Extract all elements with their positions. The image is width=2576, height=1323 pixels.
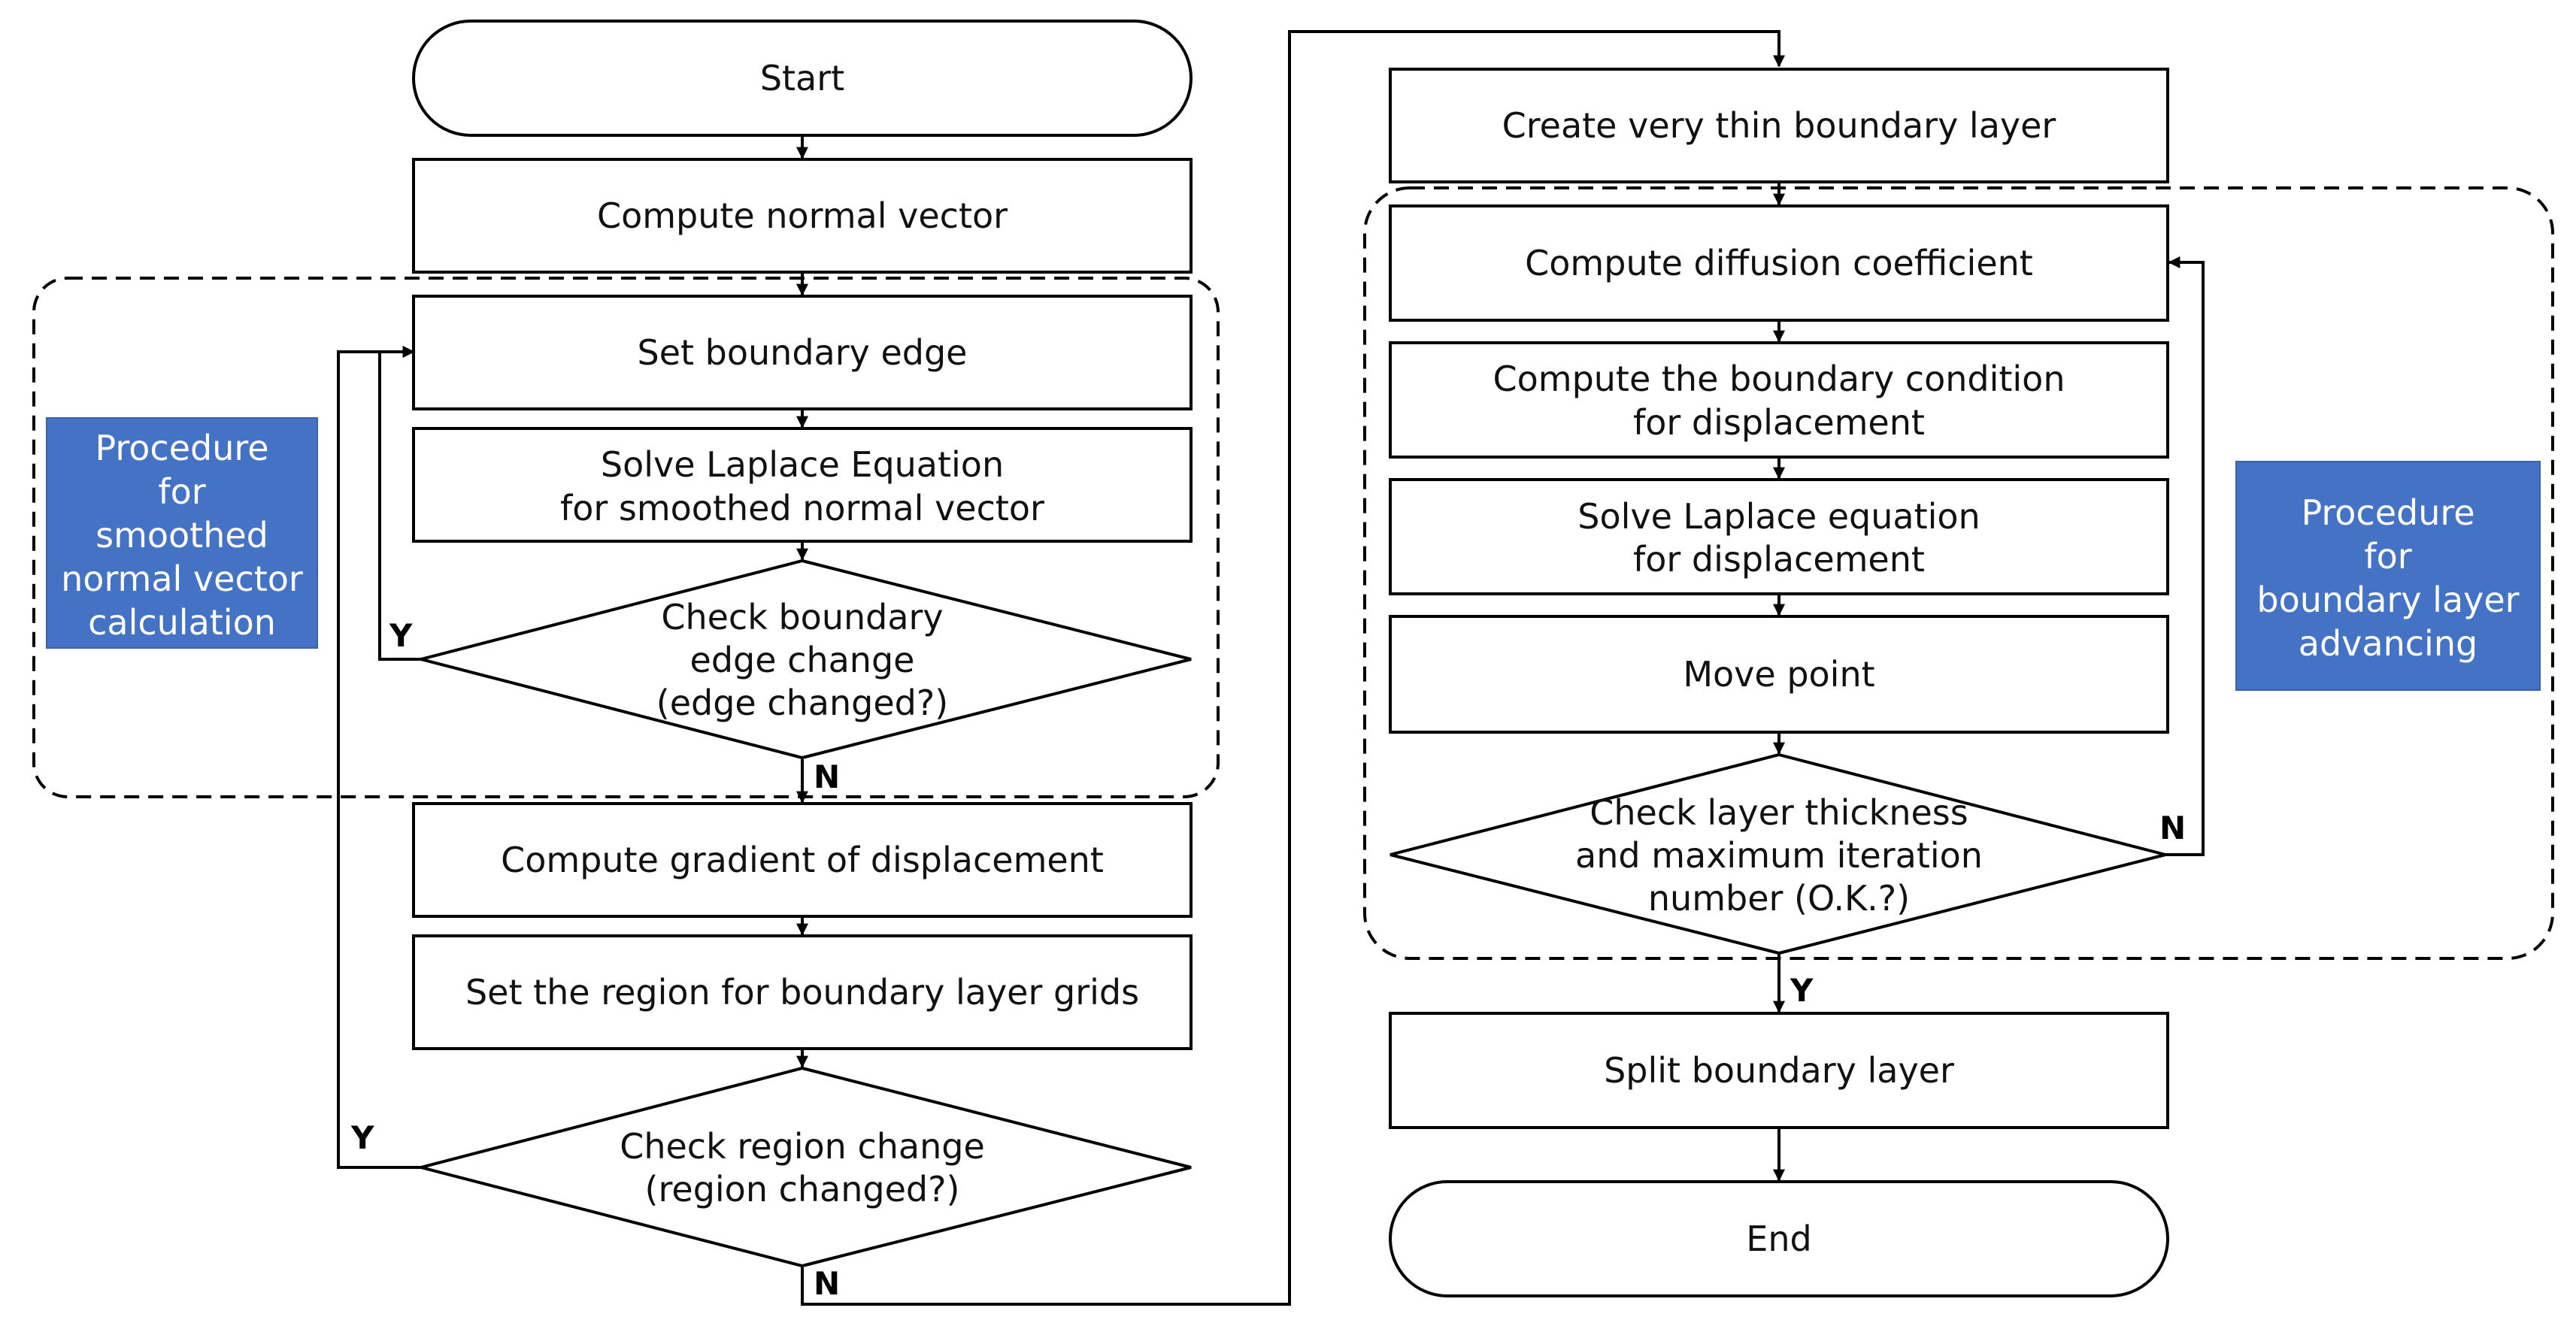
node-check-region: Check region change (region changed?) — [415, 1066, 1192, 1268]
check-region-decision — [415, 1066, 1192, 1268]
node-compute-bc: Compute the boundary condition for displ… — [1389, 341, 2169, 459]
end-terminator — [1389, 1180, 2169, 1297]
note-layer-advancing-line-3: boundary layer — [2256, 580, 2519, 620]
group-smoothed-normal-outline — [32, 277, 1220, 798]
note-layer-advancing-line-1: Procedure — [2301, 492, 2474, 533]
check-thickness-line-1: Check layer thickness — [1590, 792, 1968, 833]
note-smoothed-normal-box — [46, 417, 318, 649]
region-no-label: N — [814, 1265, 840, 1302]
note-smoothed-normal-line-5: calculation — [88, 602, 276, 643]
compute-bc-line-2: for displacement — [1633, 402, 1925, 443]
node-check-thickness: Check layer thickness and maximum iterat… — [1390, 752, 2166, 955]
check-edge-line-2: edge change — [690, 640, 915, 680]
note-layer-advancing-line-4: advancing — [2299, 623, 2478, 664]
compute-normal-box — [412, 158, 1193, 274]
node-compute-normal: Compute normal vector — [412, 158, 1193, 274]
solve-laplace-normal-line-1: Solve Laplace Equation — [601, 444, 1004, 485]
edge-yes-label: Y — [389, 617, 413, 654]
region-yes-label: Y — [350, 1119, 374, 1156]
edge-no-label: N — [814, 758, 840, 795]
solve-laplace-normal-box — [412, 427, 1193, 543]
solve-laplace-normal-line-2: for smoothed normal vector — [560, 488, 1044, 528]
solve-laplace-disp-line-1: Solve Laplace equation — [1577, 496, 1980, 537]
solve-laplace-disp-box — [1389, 478, 2169, 595]
node-move-point: Move point — [1389, 615, 2169, 734]
node-start: Start — [412, 20, 1193, 137]
note-smoothed-normal: Procedure for smoothed normal vector cal… — [46, 417, 318, 649]
check-region-line-1: Check region change — [620, 1126, 985, 1167]
thickness-yes-label: Y — [1790, 972, 1814, 1009]
compute-bc-line-1: Compute the boundary condition — [1493, 359, 2065, 399]
note-smoothed-normal-line-2: for — [158, 471, 205, 512]
check-edge-decision — [415, 559, 1192, 760]
check-thickness-line-3: number (O.K.?) — [1648, 878, 1910, 919]
arrow-check-thickness-loop — [2165, 256, 2205, 856]
node-solve-laplace-disp: Solve Laplace equation for displacement — [1389, 478, 2169, 595]
node-solve-laplace-normal: Solve Laplace Equation for smoothed norm… — [412, 427, 1193, 543]
set-boundary-edge-box — [412, 295, 1193, 410]
compute-normal-label: Compute normal vector — [597, 195, 1008, 236]
check-edge-line-3: (edge changed?) — [656, 683, 948, 723]
connectors — [337, 30, 2205, 1306]
note-smoothed-normal-line-3: smoothed — [95, 515, 268, 556]
split-layer-label: Split boundary layer — [1604, 1050, 1954, 1091]
check-thickness-line-2: and maximum iteration — [1575, 835, 1983, 876]
check-edge-line-1: Check boundary — [661, 597, 943, 637]
arrow-check-region-loop — [337, 346, 421, 1169]
create-thin-layer-box — [1389, 68, 2169, 183]
note-smoothed-normal-line-4: normal vector — [61, 559, 303, 599]
node-set-boundary-edge: Set boundary edge — [412, 295, 1193, 410]
group-layer-advancing-outline — [1363, 186, 2554, 960]
node-split-layer: Split boundary layer — [1389, 1012, 2169, 1129]
end-label: End — [1746, 1219, 1811, 1259]
note-smoothed-normal-line-1: Procedure — [95, 428, 268, 468]
split-layer-box — [1389, 1012, 2169, 1129]
solve-laplace-disp-line-2: for displacement — [1633, 539, 1925, 580]
arrow-check-region-to-create-layer — [801, 30, 1785, 1306]
compute-gradient-label: Compute gradient of displacement — [501, 840, 1104, 880]
check-region-line-2: (region changed?) — [645, 1169, 960, 1209]
note-layer-advancing-box — [2235, 461, 2541, 691]
compute-gradient-box — [412, 802, 1193, 918]
move-point-box — [1389, 615, 2169, 734]
compute-bc-box — [1389, 341, 2169, 459]
start-terminator — [412, 20, 1193, 137]
start-label: Start — [760, 58, 844, 98]
set-region-label: Set the region for boundary layer grids — [465, 972, 1139, 1013]
check-thickness-decision — [1390, 752, 2166, 955]
node-compute-gradient: Compute gradient of displacement — [412, 802, 1193, 918]
node-end: End — [1389, 1180, 2169, 1297]
thickness-no-label: N — [2159, 810, 2186, 846]
note-layer-advancing-line-2: for — [2364, 536, 2411, 577]
set-boundary-edge-label: Set boundary edge — [638, 332, 968, 373]
create-thin-layer-label: Create very thin boundary layer — [1502, 105, 2056, 146]
node-compute-diffusion: Compute diffusion coefficient — [1389, 204, 2169, 322]
compute-diffusion-label: Compute diffusion coefficient — [1525, 243, 2033, 283]
set-region-box — [412, 934, 1193, 1050]
node-set-region: Set the region for boundary layer grids — [412, 934, 1193, 1050]
node-check-edge: Check boundary edge change (edge changed… — [415, 559, 1192, 760]
node-create-thin-layer: Create very thin boundary layer — [1389, 68, 2169, 183]
note-layer-advancing: Procedure for boundary layer advancing — [2235, 461, 2541, 691]
compute-diffusion-box — [1389, 204, 2169, 322]
move-point-label: Move point — [1683, 654, 1874, 695]
